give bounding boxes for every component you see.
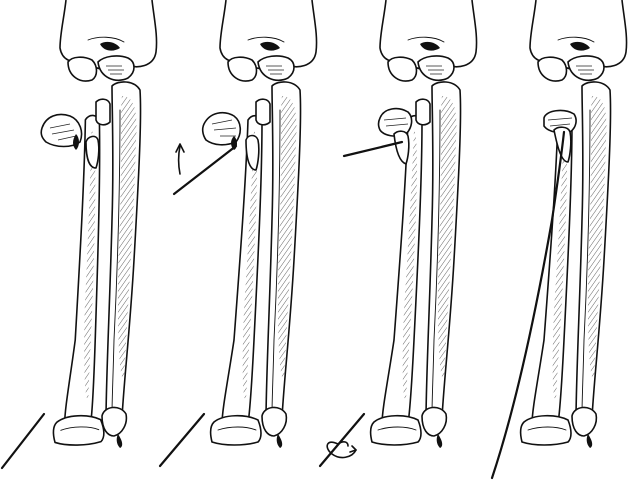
panel-3 — [320, 0, 477, 466]
panel-4 — [492, 0, 627, 478]
kirschner-wire-distal — [160, 414, 204, 466]
kirschner-wire-proximal — [344, 142, 402, 156]
curved-arrow-icon — [179, 146, 181, 174]
radial-head-fragment — [379, 109, 412, 136]
panel-2 — [160, 0, 317, 466]
kirschner-wire — [2, 414, 44, 468]
rotation-arrow-icon — [327, 442, 356, 457]
kirschner-wire-proximal — [174, 146, 236, 194]
panel-1 — [2, 0, 157, 468]
